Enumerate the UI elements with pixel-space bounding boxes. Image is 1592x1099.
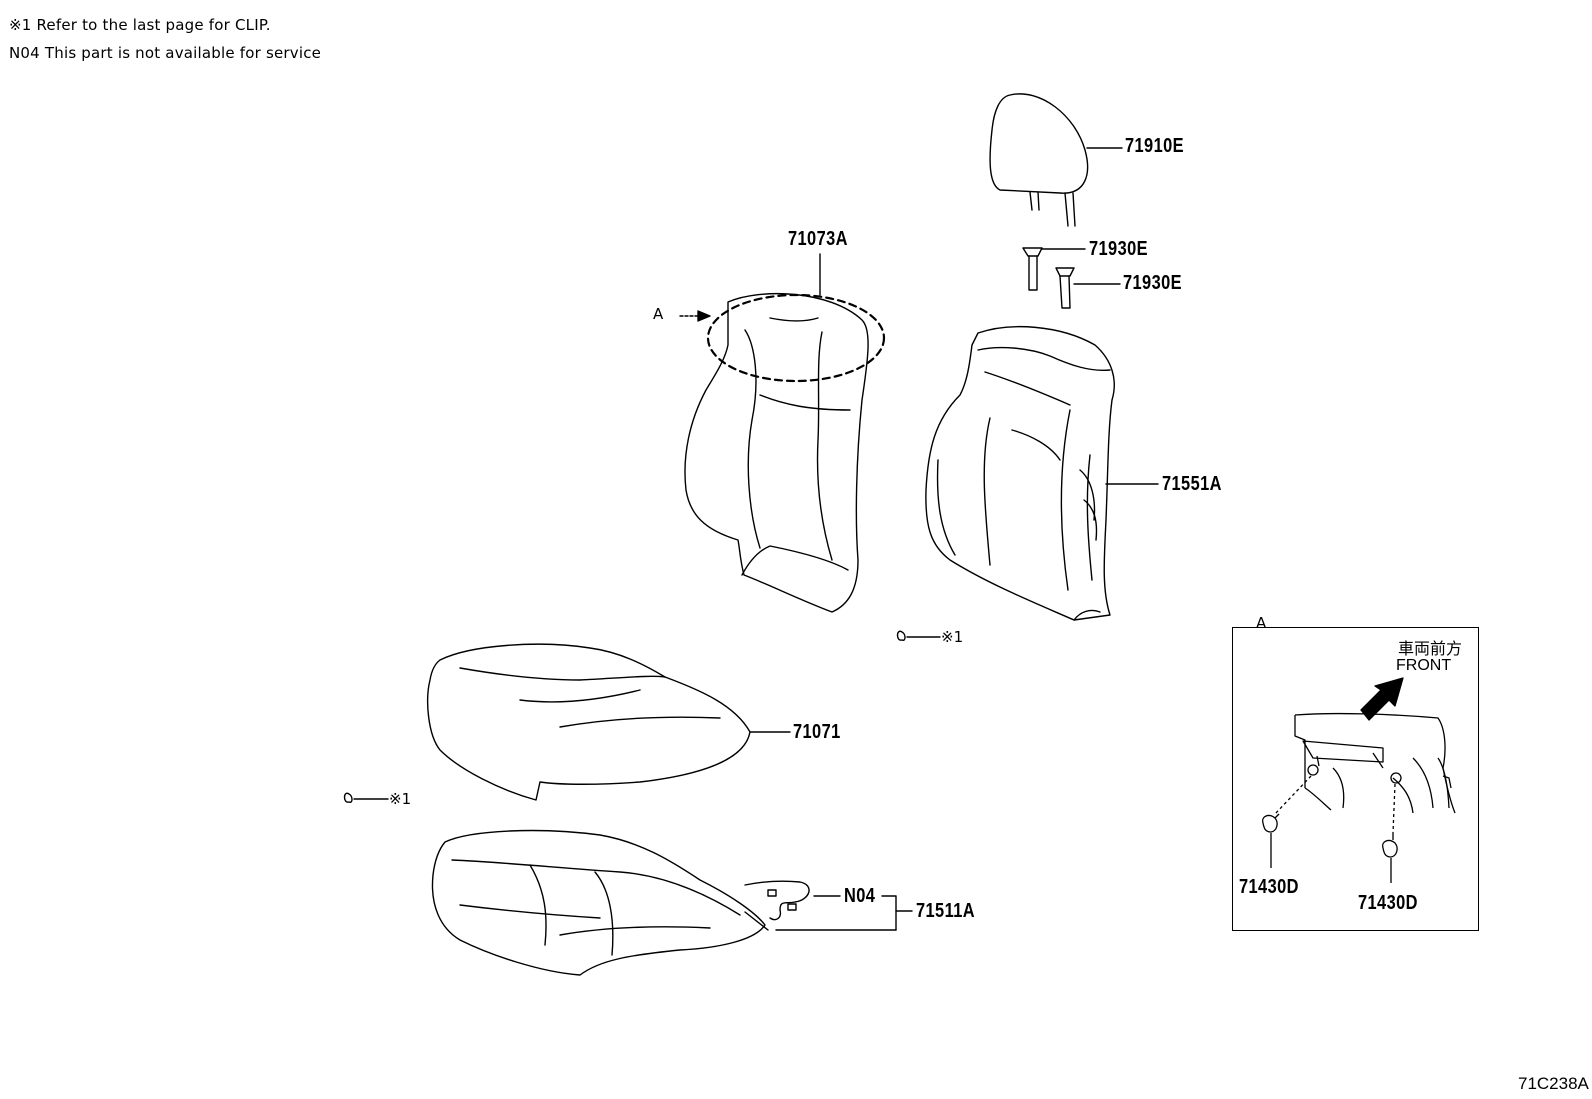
detail-clip-1-icon[interactable]: [1262, 813, 1280, 868]
note-clip-reference: ※1 Refer to the last page for CLIP.: [9, 16, 271, 34]
headrest-drawing[interactable]: [989, 93, 1123, 227]
detail-leader-1: [1274, 775, 1312, 815]
part-label-cushion-cover[interactable]: 71071: [793, 721, 841, 743]
detail-leader-2: [1392, 783, 1396, 834]
view-arrow-label: A: [653, 305, 664, 323]
part-label-detail-clip-1[interactable]: 71430D: [1239, 876, 1299, 898]
detail-seatback-drawing: [1294, 712, 1456, 814]
cushion-cover-drawing[interactable]: [427, 643, 791, 801]
part-label-headrest[interactable]: 71910E: [1125, 135, 1185, 157]
headrest-support-drawing[interactable]: [1022, 247, 1121, 309]
part-label-headrest-support-2[interactable]: 71930E: [1123, 272, 1183, 294]
part-label-seatback-pad[interactable]: 71551A: [1162, 473, 1222, 495]
part-label-headrest-support-1[interactable]: 71930E: [1089, 238, 1149, 260]
clip-symbol-upper[interactable]: [896, 630, 941, 642]
seatback-cover-drawing[interactable]: [679, 253, 886, 613]
clip-ref-lower[interactable]: ※1: [389, 790, 412, 808]
clip-ref-upper[interactable]: ※1: [941, 628, 964, 646]
detail-view-label: A: [1256, 614, 1267, 632]
part-label-heater-harness[interactable]: N04: [844, 885, 876, 907]
part-label-detail-clip-2[interactable]: 71430D: [1358, 892, 1418, 914]
front-direction-jp: 車両前方: [1398, 641, 1463, 658]
front-arrow-icon: [1360, 677, 1404, 721]
front-direction-en: FRONT: [1396, 657, 1452, 674]
part-label-seatback-cover[interactable]: 71073A: [788, 228, 848, 250]
detail-view-box: 車両前方 FRONT: [1232, 627, 1479, 931]
detail-clip-2-icon[interactable]: [1382, 833, 1398, 883]
clip-symbol-lower[interactable]: [343, 792, 389, 804]
note-not-serviceable: N04 This part is not available for servi…: [9, 44, 322, 62]
cushion-pad-drawing[interactable]: [431, 829, 913, 976]
drawing-number: 71C238A: [1518, 1074, 1589, 1093]
seatback-pad-drawing[interactable]: [925, 326, 1159, 621]
part-label-cushion-pad[interactable]: 71511A: [916, 900, 976, 922]
